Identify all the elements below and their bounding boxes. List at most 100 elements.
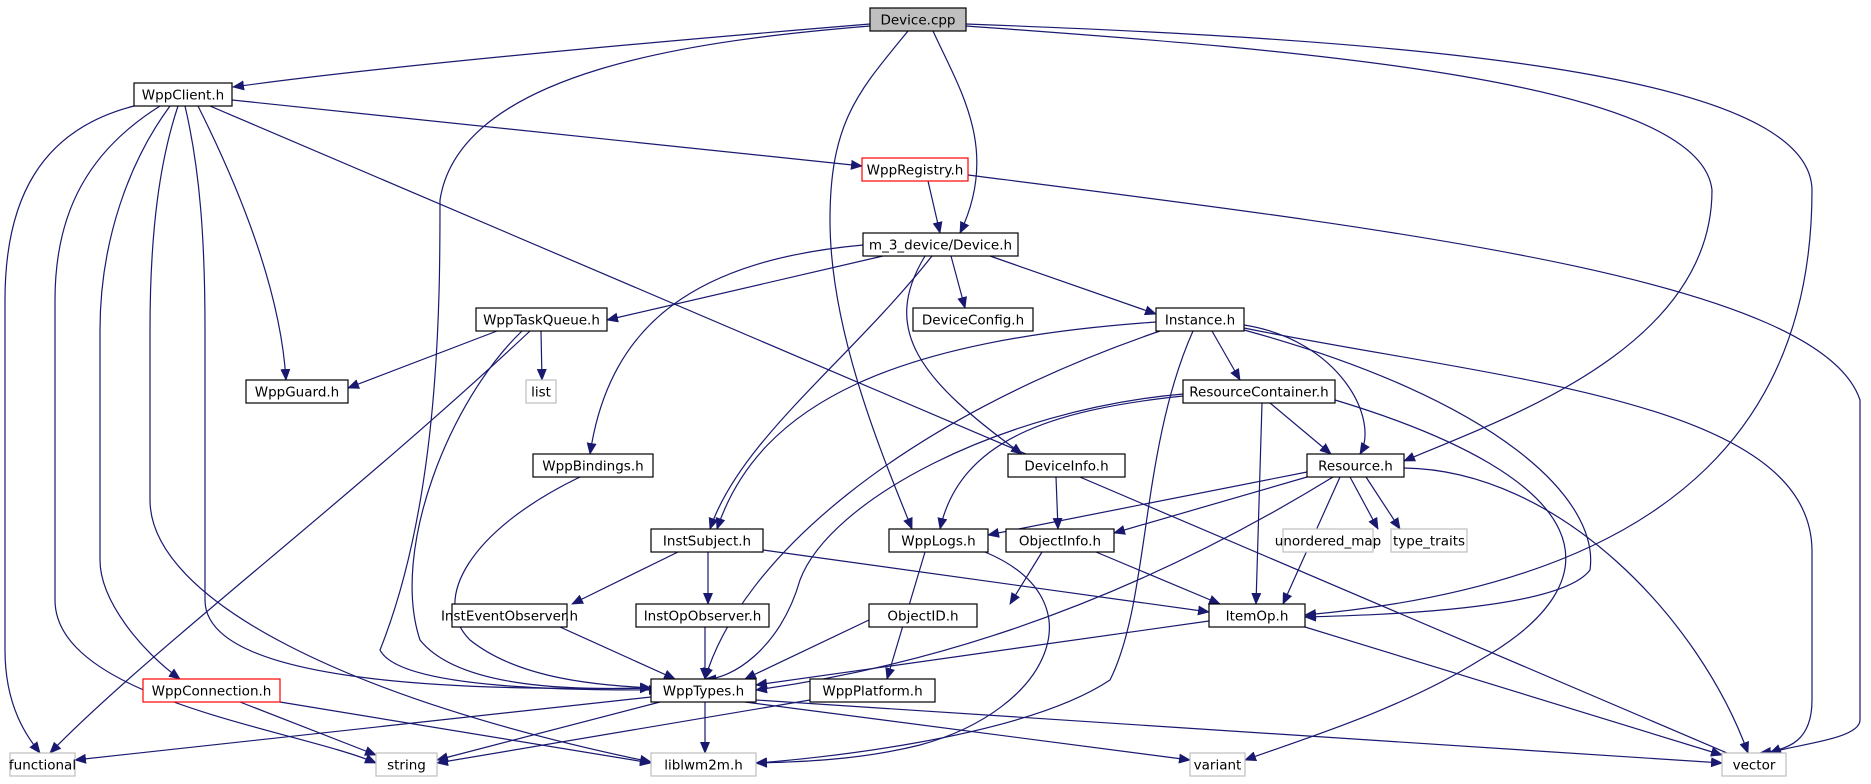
node-box: [862, 232, 1019, 257]
node-box: [142, 678, 281, 703]
edge-resourcecontainer-to-variant: [1244, 399, 1567, 761]
edge-m3device-to-deviceconfig: [950, 255, 967, 309]
edge-m3device-to-deviceinfo: [906, 255, 1023, 455]
edge-wpptaskqueue-to-wpptypes: [411, 330, 652, 694]
node-label: WppLogs.h: [901, 534, 975, 550]
edge-wppclient-to-wppconnection: [99, 105, 181, 680]
node-wppregistry[interactable]: WppRegistry.h: [861, 157, 969, 182]
edge-resource-to-vector: [1403, 467, 1749, 754]
node-label: WppClient.h: [142, 88, 224, 104]
edge-resource-to-objectinfo: [1113, 476, 1308, 535]
node-box: [650, 678, 757, 703]
node-box: [475, 307, 608, 332]
edge-m3device-to-wpptaskqueue: [606, 255, 884, 323]
node-label: Instance.h: [1165, 313, 1235, 329]
edge-resourcecontainer-to-itemop: [1251, 402, 1263, 605]
node-box: [1005, 528, 1115, 553]
edge-wppconnection-to-string: [239, 701, 377, 756]
node-m3device[interactable]: m_3_device/Device.h: [862, 232, 1019, 257]
node-wpplogs[interactable]: WppLogs.h: [888, 528, 989, 553]
node-box: [868, 603, 978, 628]
edge-instance-to-instsubject: [715, 321, 1157, 530]
edge-wppplatform-to-string: [436, 699, 811, 767]
node-box: [451, 603, 568, 628]
edge-wpptypes-to-functional: [74, 696, 652, 764]
node-wppbindings[interactable]: WppBindings.h: [532, 453, 654, 478]
edge-device_cpp-to-wppclient: [232, 23, 871, 91]
node-label: ObjectID.h: [887, 609, 958, 625]
node-type-traits: type_traits: [1390, 528, 1468, 553]
edge-wppclient-to-string: [54, 105, 377, 764]
edge-wppregistry-to-vector: [967, 174, 1861, 754]
node-label: WppGuard.h: [255, 385, 340, 401]
node-deviceconfig[interactable]: DeviceConfig.h: [912, 307, 1034, 332]
node-objectid[interactable]: ObjectID.h: [868, 603, 978, 628]
edge-wpplogs-to-liblwm2m: [755, 551, 1050, 768]
node-label: unordered_map: [1275, 534, 1381, 550]
node-label: InstOpObserver.h: [644, 609, 762, 625]
node-vector: vector: [1721, 752, 1787, 777]
node-label: WppPlatform.h: [822, 684, 922, 700]
node-itemop[interactable]: ItemOp.h: [1208, 603, 1306, 628]
node-box: [650, 752, 757, 777]
node-instance[interactable]: Instance.h: [1155, 307, 1245, 332]
edge-resource-to-wpptypes: [755, 476, 1334, 694]
node-box: [1306, 453, 1405, 478]
node-label: ItemOp.h: [1226, 609, 1289, 625]
node-insteventobserver[interactable]: InstEventObserver.h: [441, 603, 578, 628]
edge-instance-to-liblwm2m: [755, 330, 1194, 768]
node-label: InstEventObserver.h: [441, 609, 578, 625]
node-box: [1208, 603, 1306, 628]
node-label: WppTypes.h: [663, 684, 744, 700]
edge-instance-to-vector: [1243, 327, 1813, 757]
node-box: [1721, 752, 1787, 777]
node-resource[interactable]: Resource.h: [1306, 453, 1405, 478]
node-wppconnection[interactable]: WppConnection.h: [142, 678, 281, 703]
node-box: [133, 82, 233, 107]
node-device-cpp[interactable]: Device.cpp: [869, 7, 967, 32]
node-instsubject[interactable]: InstSubject.h: [650, 528, 764, 553]
node-list: list: [525, 379, 557, 404]
node-wppclient[interactable]: WppClient.h: [133, 82, 233, 107]
node-label: WppConnection.h: [152, 684, 272, 700]
node-wppplatform[interactable]: WppPlatform.h: [809, 678, 936, 703]
edge-itemop-to-vector: [1304, 626, 1723, 757]
edge-wppconnection-to-liblwm2m: [279, 701, 652, 767]
edge-wpptaskqueue-to-list: [536, 330, 547, 381]
node-label: variant: [1194, 758, 1242, 774]
edge-wpptaskqueue-to-functional: [49, 330, 531, 754]
edge-instsubject-to-insteventobserver: [571, 551, 679, 605]
edge-wppclient-to-wppregistry: [231, 99, 863, 170]
edge-objectinfo-to-objectid: [1009, 551, 1043, 605]
node-deviceinfo[interactable]: DeviceInfo.h: [1007, 453, 1126, 478]
node-box: [525, 379, 557, 404]
node-liblwm2m: liblwm2m.h: [650, 752, 757, 777]
node-wpptaskqueue[interactable]: WppTaskQueue.h: [475, 307, 608, 332]
edge-deviceinfo-to-objectinfo: [1052, 476, 1063, 530]
node-resourcecontainer[interactable]: ResourceContainer.h: [1182, 379, 1336, 404]
node-instopobserver[interactable]: InstOpObserver.h: [635, 603, 770, 628]
node-wppguard[interactable]: WppGuard.h: [245, 379, 349, 404]
edge-resourcecontainer-to-wpplogs: [937, 395, 1184, 530]
node-wpptypes[interactable]: WppTypes.h: [650, 678, 757, 703]
edge-device_cpp-to-wpplogs: [829, 30, 913, 530]
edge-instance-to-resource: [1243, 324, 1370, 455]
node-objectinfo[interactable]: ObjectInfo.h: [1005, 528, 1115, 553]
edge-objectid-to-wpptypes: [744, 619, 870, 680]
node-box: [1282, 528, 1374, 553]
edge-wppclient-to-vector: [182, 93, 1755, 766]
node-box: [1155, 307, 1245, 332]
node-label: string: [387, 758, 426, 774]
edge-resourcecontainer-to-wpptypes: [704, 393, 1184, 685]
node-box: [1007, 453, 1126, 478]
node-variant: variant: [1189, 752, 1246, 777]
edge-device_cpp-to-m3device: [932, 30, 978, 234]
node-label: DeviceConfig.h: [922, 313, 1024, 329]
node-label: Resource.h: [1318, 459, 1393, 475]
edge-wppclient-to-functional: [4, 105, 135, 754]
node-string: string: [375, 752, 438, 777]
node-box: [532, 453, 654, 478]
edge-objectinfo-to-itemop: [1095, 551, 1221, 605]
node-unordered-map: unordered_map: [1275, 528, 1381, 553]
